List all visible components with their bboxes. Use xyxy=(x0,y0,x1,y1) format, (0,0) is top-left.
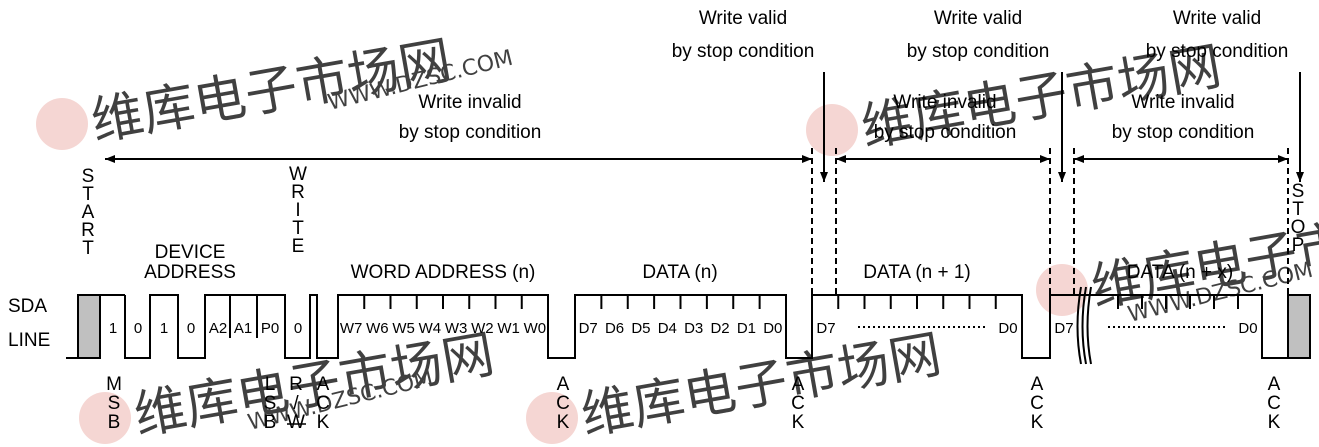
watermark-brand: 维库电子市场网 xyxy=(577,325,946,447)
write-valid-text: by stop condition xyxy=(907,41,1050,62)
write-label: I xyxy=(295,200,300,221)
ack-label: C xyxy=(316,393,330,414)
lsb-label: S xyxy=(264,393,277,414)
word-address-bit: W5 xyxy=(392,320,415,337)
ack-label: K xyxy=(317,412,330,433)
stop-label: O xyxy=(1291,217,1306,238)
write-valid-text: Write valid xyxy=(1173,8,1261,29)
data-bit: D7 xyxy=(579,320,598,337)
ack-label: A xyxy=(557,374,570,395)
start-condition-block xyxy=(77,294,101,359)
word-address-bit: W1 xyxy=(497,320,520,337)
data-bit: D6 xyxy=(605,320,624,337)
write-invalid-text: Write invalid xyxy=(1131,92,1234,113)
device-address-bit: 1 xyxy=(160,320,168,337)
wave-break-mark xyxy=(1076,286,1082,365)
line-label: LINE xyxy=(8,330,50,351)
data-bit: D4 xyxy=(658,320,677,337)
data-bit: D5 xyxy=(631,320,650,337)
word-address-bit: W6 xyxy=(366,320,389,337)
ack-label: C xyxy=(556,393,570,414)
rw-label: R xyxy=(289,374,303,395)
stop-label: P xyxy=(1292,235,1305,256)
write-invalid-text: by stop condition xyxy=(874,122,1017,143)
write-valid-text: Write valid xyxy=(934,8,1022,29)
watermark: 维库电子市场网 WWW.DZSC.COM 维库电子市场网 维库电子市场网 WWW… xyxy=(36,31,1319,447)
device-address-bit: A1 xyxy=(234,320,252,337)
write-invalid-text: Write invalid xyxy=(893,92,996,113)
write-valid-text: Write valid xyxy=(699,8,787,29)
word-address-bit: W3 xyxy=(445,320,468,337)
ack-label: C xyxy=(1030,393,1044,414)
ack-label: K xyxy=(792,412,805,433)
start-label: A xyxy=(82,202,95,223)
start-label: S xyxy=(82,166,95,187)
word-address-bit: W4 xyxy=(419,320,442,337)
rw-label: / xyxy=(293,393,299,414)
device-address-bit: 0 xyxy=(294,320,302,337)
msb-label: S xyxy=(108,393,121,414)
write-label: E xyxy=(292,236,305,257)
data-bit-d7: D7 xyxy=(1054,320,1073,337)
data-n1-label: DATA (n + 1) xyxy=(863,262,971,283)
device-address-bit: 0 xyxy=(187,320,195,337)
write-valid-text: by stop condition xyxy=(1146,41,1289,62)
data-bit: D1 xyxy=(737,320,756,337)
lsb-label: B xyxy=(264,412,277,433)
data-bit: D0 xyxy=(763,320,782,337)
write-label: R xyxy=(291,182,305,203)
ack-label: K xyxy=(1031,412,1044,433)
device-address-bit: A2 xyxy=(209,320,227,337)
data-bit: D3 xyxy=(684,320,703,337)
word-address-bit: W2 xyxy=(471,320,494,337)
stop-condition-block xyxy=(1287,294,1311,359)
data-bit: D2 xyxy=(710,320,729,337)
data-bit-d0: D0 xyxy=(998,320,1017,337)
rw-label: W xyxy=(287,412,305,433)
sda-label: SDA xyxy=(8,296,47,317)
device-address-bit: P0 xyxy=(261,320,279,337)
device-address-label: ADDRESS xyxy=(144,262,236,283)
data-n-label: DATA (n) xyxy=(642,262,717,283)
word-address-bit: W0 xyxy=(524,320,547,337)
start-label: T xyxy=(82,184,94,205)
wave-break-mark xyxy=(1081,286,1087,365)
data-bit-d7: D7 xyxy=(816,320,835,337)
start-label: R xyxy=(81,220,95,241)
stop-label: S xyxy=(1292,181,1305,202)
msb-label: M xyxy=(106,374,122,395)
data-nx-label: DATA (n + x) xyxy=(1127,262,1233,283)
stop-label: T xyxy=(1292,199,1304,220)
ack-label: A xyxy=(1268,374,1281,395)
msb-label: B xyxy=(108,412,121,433)
device-address-bit: 1 xyxy=(109,320,117,337)
ack-label: K xyxy=(1268,412,1281,433)
ack-label: K xyxy=(557,412,570,433)
word-address-label: WORD ADDRESS (n) xyxy=(351,262,536,283)
data-bit-d0: D0 xyxy=(1238,320,1257,337)
wave-break-mark xyxy=(1086,286,1092,365)
write-label: T xyxy=(292,218,304,239)
lsb-label: L xyxy=(265,374,276,395)
write-invalid-text: by stop condition xyxy=(399,122,542,143)
device-address-bit: 0 xyxy=(134,320,142,337)
watermark-brand: 维库电子市场网 xyxy=(130,325,499,447)
watermark-5: 维库电子市场网 xyxy=(526,325,946,447)
ack-label: A xyxy=(1031,374,1044,395)
ack-label: C xyxy=(1267,393,1281,414)
write-label: W xyxy=(289,164,307,185)
device-address-label: DEVICE xyxy=(155,242,226,263)
write-invalid-text: by stop condition xyxy=(1112,122,1255,143)
start-label: T xyxy=(82,238,94,259)
write-invalid-text: Write invalid xyxy=(418,92,521,113)
write-valid-text: by stop condition xyxy=(672,41,815,62)
ack-label: A xyxy=(317,374,330,395)
ack-label: A xyxy=(792,374,805,395)
word-address-bit: W7 xyxy=(340,320,363,337)
ack-label: C xyxy=(791,393,805,414)
